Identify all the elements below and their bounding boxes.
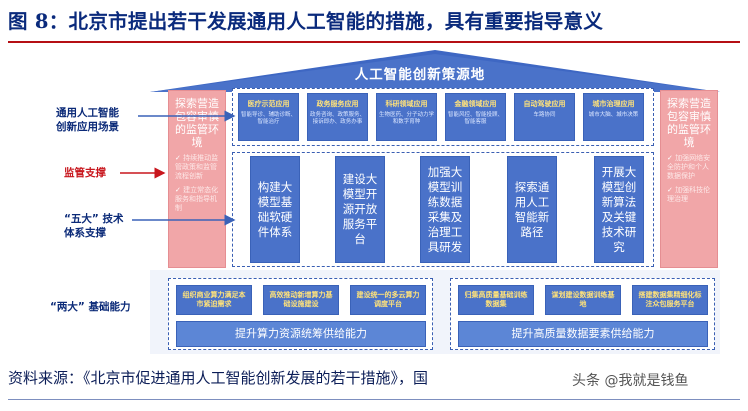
right-pillar-item: 加强网络安全防护和个人数据保护 (661, 149, 717, 181)
app-tile-title: 医疗示范应用 (247, 100, 290, 108)
tech-tile: 构建大模型基础软硬件体系 (250, 156, 300, 263)
base-tile: 建设统一的多云算力调度平台 (350, 285, 426, 315)
title-divider (8, 41, 740, 43)
app-tile-sub: 车路协同 (533, 112, 556, 118)
base-tile: 高效推动新增算力基础设施建设 (263, 285, 339, 315)
app-tile-title: 自动驾驶应用 (523, 100, 566, 108)
base-bar-compute: 提升算力资源统筹供给能力 (176, 321, 426, 347)
left-pillar: 探索营造包容审慎的监管环境 持续推动监管政策和监管流程创新 建立常态化服务和指导… (168, 90, 226, 268)
label-supervision: 监管支撑 (64, 167, 106, 179)
app-tile-title: 金融领域应用 (454, 100, 497, 108)
label-base-capabilities: “两大” 基础能力 (50, 301, 131, 313)
figure-title: 图 8：北京市提出若干发展通用人工智能的措施，具有重要指导意义 (8, 10, 604, 33)
roof-title: 人工智能创新策源地 (354, 67, 486, 83)
tech-tile: 加强大模型训练数据采集及治理工具研发 (420, 156, 470, 263)
app-tile: 城市治理应用 城市大脑、城市决策 (583, 93, 644, 141)
source-divider (8, 399, 740, 400)
app-tile: 金融领域应用 智能风控、智能投顾、智能客服 (445, 93, 506, 141)
tech-tile: 探索通用人工智能新路径 (507, 156, 557, 263)
app-tile-title: 政务服务应用 (316, 100, 359, 108)
app-tile: 医疗示范应用 智能导诊、辅助诊断、智能治疗 (238, 93, 299, 141)
base-bar-data: 提升高质量数据要素供给能力 (458, 321, 708, 347)
app-tile-sub: 城市大脑、城市决策 (588, 112, 639, 118)
label-applications: 通用人工智能 创新应用场景 (56, 107, 119, 133)
label-tech-support: “五大” 技术 体系支撑 (64, 213, 124, 239)
tech-tile: 开展大模型创新算法及关键技术研究 (594, 156, 644, 263)
app-tile-sub: 政务咨询、政策服务、接诉即办、政务办事 (310, 112, 366, 125)
left-pillar-title: 探索营造包容审慎的监管环境 (175, 97, 219, 149)
app-tile: 政务服务应用 政务咨询、政策服务、接诉即办、政务办事 (307, 93, 368, 141)
base-tile: 组织商业算力满足本市紧迫需求 (176, 285, 252, 315)
app-tile: 自动驾驶应用 车路协同 (514, 93, 575, 141)
app-tile-sub: 智能风控、智能投顾、智能客服 (448, 112, 504, 125)
base-tile: 搭建数据集精细化标注众包服务平台 (632, 285, 708, 315)
app-tile-sub: 智能导诊、辅助诊断、智能治疗 (241, 112, 297, 125)
app-tile-title: 城市治理应用 (592, 100, 635, 108)
roof-shape (150, 50, 720, 92)
app-tile: 科研领域应用 生物医药、分子动力学和数字育种 (376, 93, 437, 141)
base-tile: 归集高质量基础训练数据集 (458, 285, 534, 315)
left-pillar-item: 建立常态化服务和指导机制 (169, 181, 225, 213)
right-pillar-item: 加强科技伦理治理 (661, 181, 717, 204)
right-pillar: 探索营造包容审慎的监管环境 加强网络安全防护和个人数据保护 加强科技伦理治理 (660, 90, 718, 268)
base-tile: 谋划建设数据训练基地 (545, 285, 621, 315)
left-pillar-item: 持续推动监管政策和监管流程创新 (169, 149, 225, 181)
app-tile-sub: 生物医药、分子动力学和数字育种 (379, 112, 435, 125)
watermark: 头条 @我就是钱鱼 (572, 373, 689, 389)
right-pillar-title: 探索营造包容审慎的监管环境 (667, 97, 711, 149)
tech-tile: 建设大模型开源开放服务平台 (335, 156, 385, 263)
app-tile-title: 科研领域应用 (385, 100, 428, 108)
source-note: 资料来源：《北京市促进通用人工智能创新发展的若干措施》，国 (8, 369, 429, 387)
